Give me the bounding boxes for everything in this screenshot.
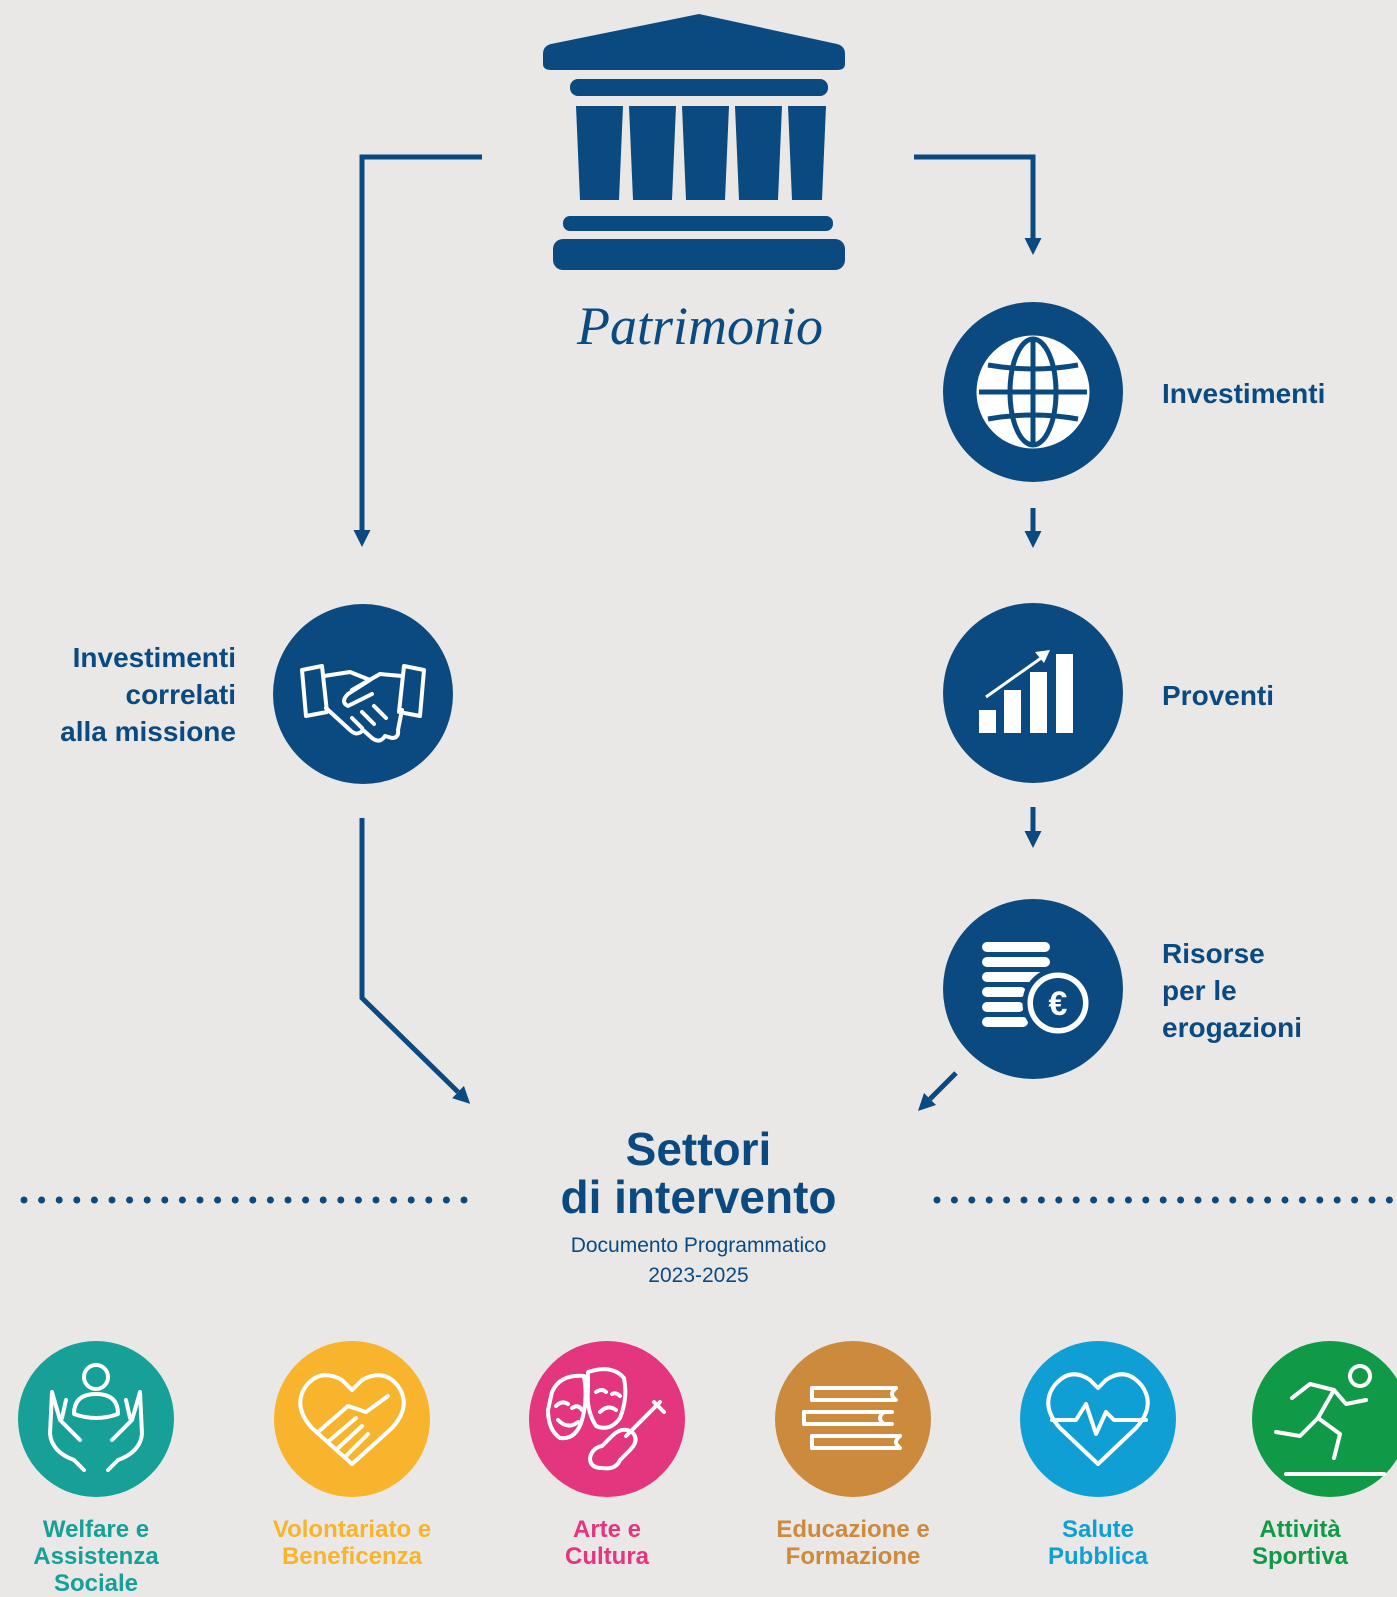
mission-line-2: correlati xyxy=(125,679,237,710)
theater-masks-violin-icon xyxy=(546,1367,666,1471)
sector-label-arte: Arte e Cultura xyxy=(487,1516,727,1570)
settori-title-line-2: di intervento xyxy=(560,1171,837,1223)
settori-title-line-1: Settori xyxy=(625,1123,772,1175)
risorse-label: Risorse per le erogazioni xyxy=(1162,935,1302,1046)
sector-label-salute: Salute Pubblica xyxy=(978,1516,1218,1570)
sector-welfare-line-1: Welfare e xyxy=(42,1516,150,1543)
growth-bar-chart-icon xyxy=(979,650,1073,733)
sector-sport-line-2: Sportiva xyxy=(1251,1543,1349,1570)
patrimonio-label: Patrimonio xyxy=(576,296,823,356)
sector-sport-line-1: Attività xyxy=(1259,1516,1341,1543)
sector-arte-line-1: Arte e xyxy=(572,1516,642,1543)
caring-hands-icon xyxy=(48,1363,144,1472)
arte-circle xyxy=(529,1341,685,1497)
risorse-line-3: erogazioni xyxy=(1162,1012,1303,1043)
sector-label-sport: Attività Sportiva xyxy=(1210,1516,1390,1570)
mission-investments-label: Investimenti correlati alla missione xyxy=(0,639,236,750)
educazione-circle xyxy=(775,1341,931,1497)
sector-salute-line-1: Salute xyxy=(1061,1516,1135,1543)
arrow-to-investments xyxy=(914,154,1042,256)
settori-title: Settori di intervento xyxy=(0,1125,1397,1221)
sector-educazione-line-1: Educazione e xyxy=(776,1516,930,1543)
investments-label: Investimenti xyxy=(1162,378,1326,409)
sector-label-volontariato: Volontariato e Beneficenza xyxy=(232,1516,472,1570)
sector-volontariato-line-2: Beneficenza xyxy=(281,1543,423,1570)
sector-arte-line-2: Cultura xyxy=(565,1543,649,1570)
heartbeat-icon xyxy=(1046,1372,1150,1466)
sector-salute-line-2: Pubblica xyxy=(1047,1543,1149,1570)
runner-icon xyxy=(1274,1364,1386,1476)
risorse-line-2: per le xyxy=(1162,975,1237,1006)
handshake-icon xyxy=(300,664,426,743)
settori-subtitle: Documento Programmatico 2023-2025 xyxy=(0,1231,1397,1291)
flow-arrows xyxy=(353,154,1042,1112)
sector-welfare-line-2: Assistenza xyxy=(33,1543,159,1570)
risorse-line-1: Risorse xyxy=(1162,938,1265,969)
mission-line-3: alla missione xyxy=(60,716,236,747)
arrow-risorse-to-settori xyxy=(917,1071,958,1112)
mission-line-1: Investimenti xyxy=(72,642,236,673)
arrow-mission-to-settori xyxy=(359,818,471,1104)
heart-hands-icon xyxy=(298,1373,406,1466)
svg-text:€: € xyxy=(1049,985,1068,1023)
sector-educazione-line-2: Formazione xyxy=(785,1543,921,1570)
salute-circle xyxy=(1020,1341,1176,1497)
euro-coins-icon: € xyxy=(982,942,1094,1039)
sector-volontariato-line-1: Volontariato e xyxy=(272,1516,432,1543)
sport-circle xyxy=(1252,1341,1397,1497)
sector-label-welfare: Welfare e Assistenza Sociale xyxy=(0,1516,216,1597)
stacked-books-icon xyxy=(802,1386,902,1450)
sector-label-educazione: Educazione e Formazione xyxy=(733,1516,973,1570)
mission-investments-circle xyxy=(273,604,453,784)
settori-subtitle-line-2: 2023-2025 xyxy=(648,1264,749,1287)
settori-subtitle-line-1: Documento Programmatico xyxy=(570,1234,827,1257)
proventi-label: Proventi xyxy=(1162,680,1275,711)
globe-icon xyxy=(976,335,1090,449)
classical-building-icon xyxy=(543,14,845,270)
arrow-to-mission-investments xyxy=(353,154,482,548)
